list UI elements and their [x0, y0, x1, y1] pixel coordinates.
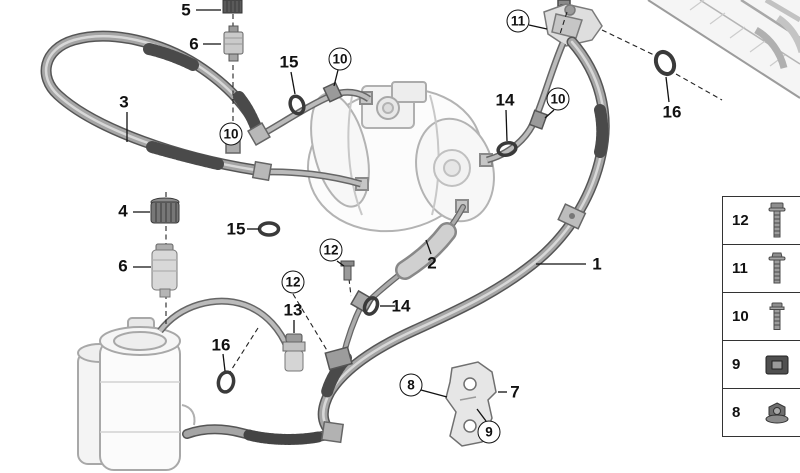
legend-number: 12 [732, 212, 749, 229]
callout-14[interactable]: 14 [391, 296, 411, 316]
screw-icon [754, 302, 800, 332]
body-panel [647, 0, 800, 99]
callout-circled-11[interactable]: 11 [506, 9, 530, 33]
callout-14[interactable]: 14 [495, 90, 515, 110]
callout-15[interactable]: 15 [279, 52, 299, 72]
callout-15[interactable]: 15 [226, 219, 246, 239]
receiver-drier [77, 317, 196, 471]
callout-3[interactable]: 3 [119, 92, 129, 112]
legend-row-9[interactable]: 9 [723, 340, 800, 388]
fastener-legend: 12 11 10 9 8 [722, 196, 800, 437]
legend-number: 10 [732, 308, 749, 325]
callout-circled-12[interactable]: 12 [281, 270, 305, 294]
callout-circled-10[interactable]: 10 [219, 122, 243, 146]
service-valve-top [222, 0, 244, 62]
callout-5[interactable]: 5 [181, 0, 191, 20]
fittings [225, 81, 548, 444]
callout-7[interactable]: 7 [510, 382, 520, 402]
legend-row-8[interactable]: 8 [723, 388, 800, 436]
service-valve-13 [282, 333, 306, 372]
callout-circled-9[interactable]: 9 [477, 420, 501, 444]
callout-circled-8[interactable]: 8 [399, 373, 423, 397]
flange-bolt-icon [754, 252, 800, 286]
callout-1[interactable]: 1 [592, 254, 602, 274]
callout-4[interactable]: 4 [118, 201, 128, 221]
drier-pipe [157, 297, 292, 351]
o-rings [216, 49, 677, 394]
callout-16[interactable]: 16 [211, 335, 231, 355]
hose-1 [317, 36, 610, 442]
flange-nut-icon [754, 401, 800, 424]
bracket-7 [445, 361, 497, 447]
hex-bolt-icon [754, 202, 800, 240]
bottom-hose [182, 424, 336, 445]
callout-2[interactable]: 2 [427, 253, 437, 273]
cage-nut-icon [754, 353, 800, 377]
callout-16[interactable]: 16 [662, 102, 682, 122]
legend-row-11[interactable]: 11 [723, 244, 800, 292]
bolt-12 [340, 260, 355, 281]
callout-6[interactable]: 6 [189, 34, 199, 54]
legend-row-10[interactable]: 10 [723, 292, 800, 340]
callout-circled-12[interactable]: 12 [319, 238, 343, 262]
callout-circled-10[interactable]: 10 [546, 87, 570, 111]
callout-circled-10[interactable]: 10 [328, 47, 352, 71]
legend-number: 11 [732, 260, 748, 277]
callout-6[interactable]: 6 [118, 256, 128, 276]
legend-row-12[interactable]: 12 [723, 196, 800, 244]
valve-parts-left [150, 197, 180, 298]
line-mount-bracket [543, 0, 603, 47]
legend-number: 8 [732, 404, 741, 421]
callout-13[interactable]: 13 [283, 300, 303, 320]
legend-number: 9 [732, 356, 741, 373]
leader-lines [126, 9, 670, 422]
